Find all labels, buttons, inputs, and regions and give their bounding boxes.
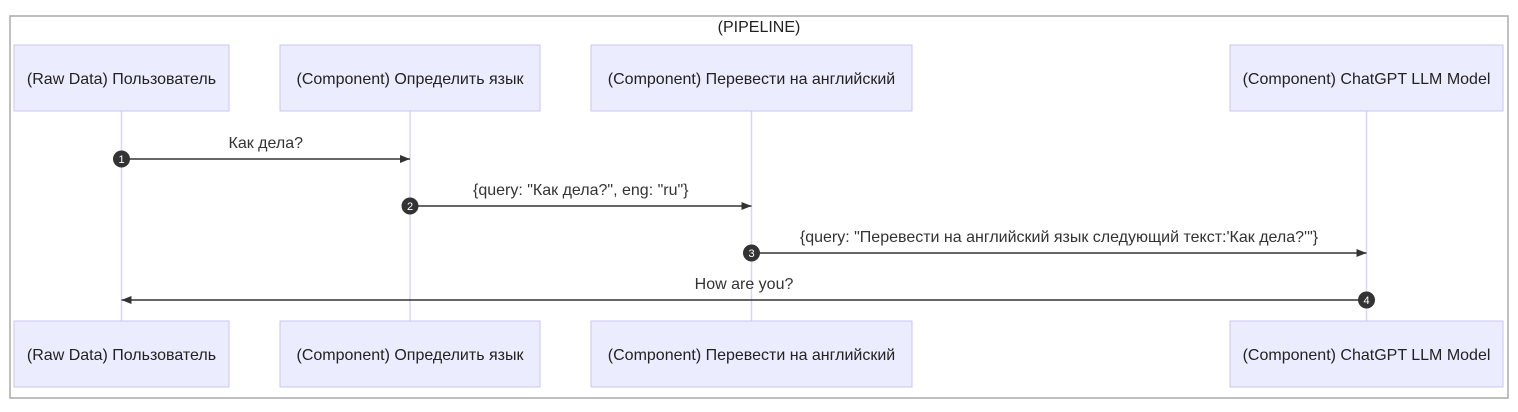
message-1: Как дела? 1: [113, 135, 410, 168]
actor-label: (Raw Data) Пользователь: [27, 347, 216, 364]
message-4: How are you? 4: [121, 276, 1375, 309]
actor-box: [1229, 320, 1504, 388]
actor-bottom-3[interactable]: (Component) Перевести на английский: [590, 320, 913, 388]
pipeline-group-frame: [9, 15, 1509, 399]
actor-label: (Component) Определить язык: [297, 71, 525, 88]
pipeline-group-title: (PIPELINE): [718, 19, 801, 36]
actor-box: [279, 320, 541, 388]
badge-number: 2: [407, 201, 413, 213]
actor-top-3[interactable]: (Component) Перевести на английский: [590, 44, 913, 112]
actor-label: (Component) ChatGPT LLM Model: [1243, 71, 1491, 88]
actor-box: [1229, 44, 1504, 112]
actor-bottom-1[interactable]: (Raw Data) Пользователь: [13, 320, 230, 388]
badge-number: 1: [118, 154, 124, 166]
actor-label: (Component) Перевести на английский: [608, 71, 895, 88]
sequence-number-badge: 4: [1358, 291, 1375, 309]
actor-top-4[interactable]: (Component) ChatGPT LLM Model: [1229, 44, 1504, 112]
actor-box: [13, 320, 230, 388]
message-label: {query: "Как дела?", eng: "ru"}: [473, 182, 689, 199]
badge-circle: [1358, 291, 1375, 309]
actor-label: (Raw Data) Пользователь: [27, 71, 216, 88]
actor-bottom-4[interactable]: (Component) ChatGPT LLM Model: [1229, 320, 1504, 388]
actor-top-1[interactable]: (Raw Data) Пользователь: [13, 44, 230, 112]
actor-box: [590, 320, 913, 388]
actor-box: [13, 44, 230, 112]
message-label: {query: "Перевести на английский язык сл…: [800, 229, 1319, 246]
actor-label: (Component) Определить язык: [297, 347, 525, 364]
message-2: {query: "Как дела?", eng: "ru"} 2: [401, 182, 752, 215]
actor-label: (Component) ChatGPT LLM Model: [1243, 347, 1491, 364]
message-3: {query: "Перевести на английский язык сл…: [743, 229, 1367, 262]
actor-bottom-2[interactable]: (Component) Определить язык: [279, 320, 541, 388]
sequence-number-badge: 3: [743, 244, 760, 262]
badge-number: 3: [748, 248, 754, 260]
sequence-number-badge: 1: [113, 150, 130, 168]
badge-circle: [401, 197, 419, 215]
actor-box: [590, 44, 913, 112]
badge-circle: [743, 244, 760, 262]
actor-box: [279, 44, 541, 112]
message-label: How are you?: [695, 276, 794, 293]
badge-circle: [113, 150, 130, 168]
message-label: Как дела?: [229, 135, 304, 152]
badge-number: 4: [1363, 295, 1369, 307]
actor-label: (Component) Перевести на английский: [608, 347, 895, 364]
sequence-number-badge: 2: [401, 197, 419, 215]
actor-top-2[interactable]: (Component) Определить язык: [279, 44, 541, 112]
